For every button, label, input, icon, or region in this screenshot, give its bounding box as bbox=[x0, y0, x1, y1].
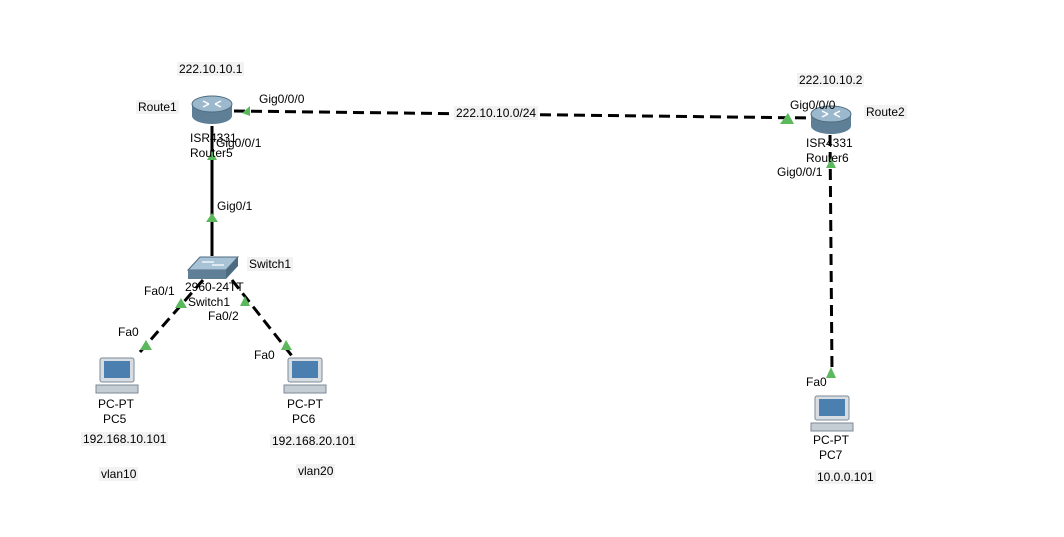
pc5-icon[interactable] bbox=[95, 357, 139, 394]
port-label-pc7-fa0: Fa0 bbox=[806, 375, 827, 389]
router5-model-label: ISR4331 bbox=[190, 131, 237, 145]
pc7-model-label: PC-PT bbox=[813, 433, 849, 447]
router5-name-label: Router5 bbox=[190, 146, 233, 160]
port-label-r5-gig000: Gig0/0/0 bbox=[259, 92, 305, 106]
pc7-icon[interactable] bbox=[810, 395, 854, 432]
router5-icon[interactable] bbox=[191, 95, 233, 124]
pc5-name-label: PC5 bbox=[103, 412, 127, 426]
port-label-r6-gig001: Gig0/0/1 bbox=[777, 165, 823, 179]
up-indicator-sw-gig01 bbox=[206, 213, 218, 222]
up-indicator-sw-fa01 bbox=[175, 298, 187, 308]
port-label-r5-gig001: Gig0/0/1 bbox=[216, 136, 262, 150]
pc6-model-label: PC-PT bbox=[287, 397, 323, 411]
switch1-name-label: Switch1 bbox=[188, 295, 231, 309]
note-pc6-ip[interactable]: 192.168.20.101 bbox=[270, 434, 358, 448]
up-indicator-pc5-fa0 bbox=[140, 340, 152, 350]
port-label-sw-gig01: Gig0/1 bbox=[217, 199, 253, 213]
up-indicator-pc6-fa0 bbox=[281, 340, 292, 350]
pc5-model-label: PC-PT bbox=[98, 397, 134, 411]
up-indicator-sw-fa02 bbox=[240, 296, 250, 306]
port-label-pc5-fa0: Fa0 bbox=[118, 325, 139, 339]
pc7-name-label: PC7 bbox=[819, 448, 843, 462]
note-route2-name[interactable]: Route2 bbox=[864, 105, 907, 119]
pc6-name-label: PC6 bbox=[292, 412, 316, 426]
note-switch1-name[interactable]: Switch1 bbox=[247, 257, 294, 271]
note-pc5-vlan[interactable]: vlan10 bbox=[99, 467, 139, 481]
router6-model-label: ISR4331 bbox=[806, 136, 853, 150]
port-label-pc6-fa0: Fa0 bbox=[254, 348, 275, 362]
up-indicator-r6-gig000 bbox=[780, 113, 794, 124]
switch1-icon[interactable] bbox=[186, 256, 240, 279]
up-indicator-pc7-fa0 bbox=[826, 367, 836, 378]
up-indicator-r5-gig000 bbox=[242, 106, 250, 116]
up-indicator-r6-gig001 bbox=[826, 158, 836, 168]
link-status-indicators bbox=[140, 106, 836, 378]
pc6-icon[interactable] bbox=[283, 357, 327, 394]
port-label-r6-gig000: Gig0/0/0 bbox=[790, 98, 836, 112]
router6-icon[interactable] bbox=[810, 105, 852, 134]
note-pc5-ip[interactable]: 192.168.10.101 bbox=[81, 432, 169, 446]
port-label-sw-fa02: Fa0/2 bbox=[208, 309, 239, 323]
note-route1-ip[interactable]: 222.10.10.1 bbox=[177, 62, 245, 76]
note-route2-ip[interactable]: 222.10.10.2 bbox=[797, 73, 865, 87]
note-route1-name[interactable]: Route1 bbox=[136, 100, 179, 114]
note-pc6-vlan[interactable]: vlan20 bbox=[296, 464, 336, 478]
note-pc7-ip[interactable]: 10.0.0.101 bbox=[815, 470, 876, 484]
up-indicator-r5-gig001 bbox=[207, 151, 217, 160]
switch1-model-label: 2960-24TT bbox=[185, 280, 244, 294]
link-router6-pc7[interactable] bbox=[828, 134, 834, 373]
port-label-sw-fa01: Fa0/1 bbox=[144, 284, 175, 298]
note-wan-network[interactable]: 222.10.10.0/24 bbox=[454, 106, 539, 120]
router6-name-label: Router6 bbox=[806, 151, 849, 165]
